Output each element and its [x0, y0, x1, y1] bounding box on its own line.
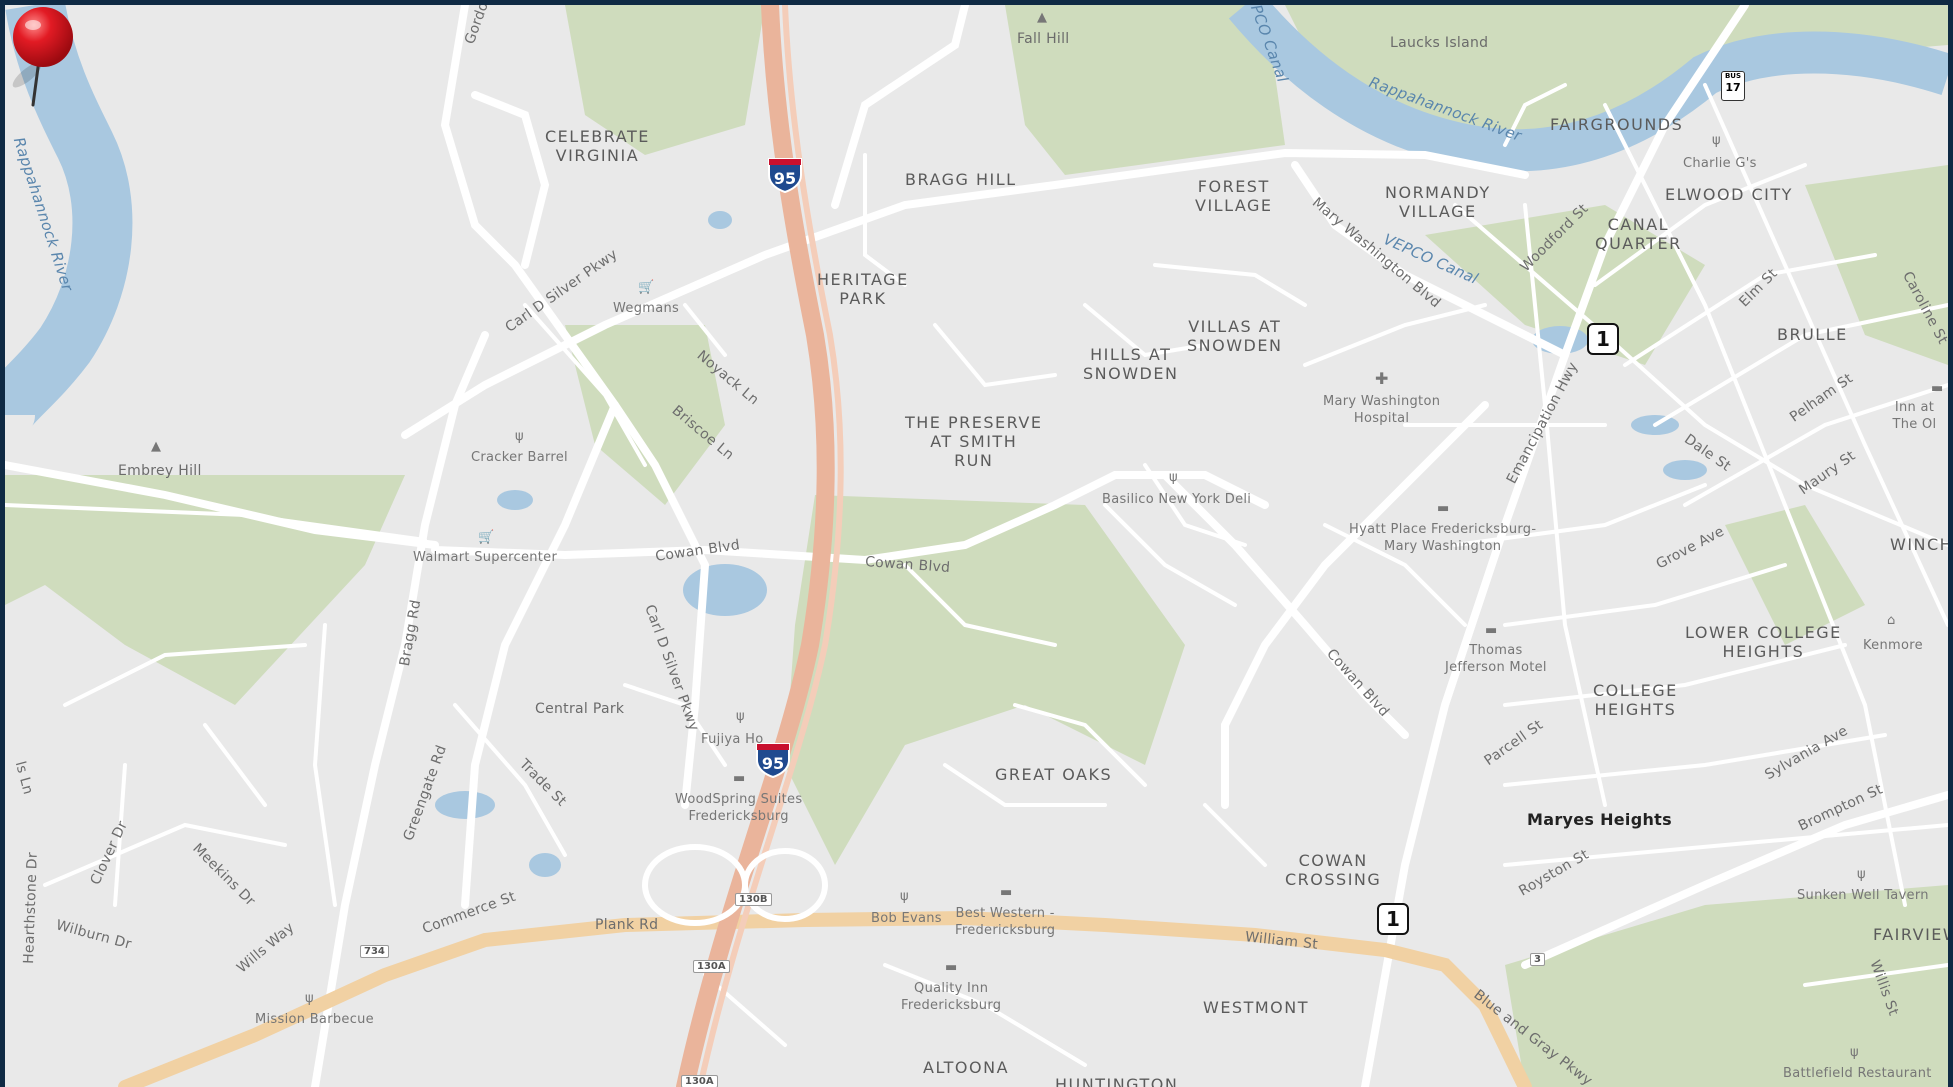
quality-inn-label: Quality Inn Fredericksburg: [901, 981, 1002, 1013]
location-pin-icon[interactable]: [5, 5, 75, 115]
hotel-icon: ▬: [733, 771, 746, 786]
celebrate-virginia-label: CELEBRATE VIRGINIA: [545, 127, 650, 165]
exit-130a-bottom-label: 130A: [681, 1075, 718, 1087]
secondary-roads: [5, 5, 1948, 1087]
elwood-city-label: ELWOOD CITY: [1665, 185, 1793, 204]
park-area: [565, 5, 765, 155]
charlie-gs-label: Charlie G's: [1683, 156, 1757, 171]
best-western-label: Best Western - Fredericksburg: [955, 906, 1056, 938]
museum-icon: ⌂: [1887, 613, 1896, 628]
walmart-label: Walmart Supercenter: [413, 550, 558, 565]
inn-at-the-label: Inn at The Ol: [1892, 400, 1937, 432]
park-area: [5, 475, 405, 705]
restaurant-icon: ψ: [1169, 470, 1178, 485]
thomas-jefferson-motel-label: Thomas Jefferson Motel: [1445, 643, 1547, 675]
plank-rd-william-st: [118, 910, 1532, 1087]
central-park-label: Central Park: [535, 701, 625, 717]
great-oaks-label: GREAT OAKS: [995, 765, 1113, 784]
lower-college-heights-label: LOWER COLLEGE HEIGHTS: [1685, 623, 1842, 661]
interstate-95-shield-north: 95: [768, 158, 802, 193]
park-area: [565, 325, 725, 505]
park-area: [1805, 165, 1948, 365]
minor-streets: [5, 83, 1948, 1067]
huntington-label: HUNTINGTON: [1055, 1075, 1179, 1087]
restaurant-icon: ψ: [900, 889, 909, 904]
bus-17-bus-label: BUS: [1724, 72, 1742, 80]
hotel-icon: ▬: [1485, 623, 1498, 638]
college-heights-label: COLLEGE HEIGHTS: [1593, 681, 1678, 719]
hotel-icon: ▬: [1000, 885, 1013, 900]
us-1-shield-north: 1: [1587, 323, 1619, 355]
restaurant-icon: ψ: [1857, 867, 1866, 882]
restaurant-icon: ψ: [1850, 1045, 1859, 1060]
cowan-crossing-label: COWAN CROSSING: [1285, 851, 1382, 889]
i95-south-number: 95: [762, 754, 784, 773]
mission-barbecue-label: Mission Barbecue: [255, 1012, 374, 1027]
route-734-shield: 734: [360, 945, 389, 958]
mountain-icon: ▲: [1037, 10, 1047, 25]
embrey-hill-label: Embrey Hill: [118, 463, 202, 479]
park-area: [785, 495, 1185, 865]
hospital-icon: ✚: [1375, 369, 1389, 388]
mountain-icon: ▲: [151, 439, 161, 454]
park-area: [1425, 205, 1705, 365]
us-1-shield-south: 1: [1377, 903, 1409, 935]
park-area: [1005, 5, 1285, 175]
basilico-label: Basilico New York Deli: [1102, 492, 1252, 507]
bragg-hill-label: BRAGG HILL: [905, 170, 1017, 189]
sunken-well-label: Sunken Well Tavern: [1797, 888, 1929, 903]
hills-at-snowden-label: HILLS AT SNOWDEN: [1083, 345, 1179, 383]
forest-village-label: FOREST VILLAGE: [1195, 177, 1273, 215]
rappahannock-river: [5, 5, 1948, 428]
fall-hill-label: Fall Hill: [1017, 31, 1070, 47]
winch-label: WINCH: [1890, 535, 1948, 554]
restaurant-icon: ψ: [305, 991, 314, 1006]
laucks-island-label: Laucks Island: [1390, 35, 1489, 51]
brulle-label: BRULLE: [1777, 325, 1848, 344]
hotel-icon: ▬: [945, 960, 958, 975]
hotel-icon: ▬: [1931, 381, 1944, 396]
woodspring-label: WoodSpring Suites Fredericksburg: [675, 792, 803, 824]
map-canvas[interactable]: Rappahannock River Rappahannock River La…: [5, 5, 1948, 1087]
restaurant-icon: ψ: [515, 429, 524, 444]
canal-quarter-label: CANAL QUARTER: [1595, 215, 1682, 253]
heritage-park-label: HERITAGE PARK: [817, 270, 909, 308]
battlefield-restaurant-label: Battlefield Restaurant: [1783, 1066, 1932, 1081]
bus-17-number: 17: [1725, 81, 1741, 94]
park-area: [1505, 885, 1948, 1087]
route-3-shield: 3: [1530, 953, 1545, 966]
plank-rd-label: Plank Rd: [595, 917, 659, 933]
mary-washington-hospital-label: Mary Washington Hospital: [1323, 394, 1441, 426]
altoona-label: ALTOONA: [923, 1058, 1010, 1077]
bob-evans-label: Bob Evans: [871, 911, 942, 926]
cracker-barrel-label: Cracker Barrel: [471, 450, 568, 465]
exit-130b-label: 130B: [735, 893, 772, 906]
interchange: [642, 844, 828, 926]
interstate-95-shield-south: 95: [756, 743, 790, 778]
villas-at-snowden-label: VILLAS AT SNOWDEN: [1187, 317, 1283, 355]
fairgrounds-label: FAIRGROUNDS: [1550, 115, 1684, 134]
restaurant-icon: ψ: [736, 709, 745, 724]
hotel-icon: ▬: [1437, 501, 1450, 516]
shopping-cart-icon: 🛒: [638, 280, 655, 295]
shopping-cart-icon: 🛒: [478, 530, 495, 545]
wegmans-label: Wegmans: [613, 301, 680, 316]
park-area: [1725, 505, 1865, 645]
restaurant-icon: ψ: [1712, 133, 1721, 148]
maryes-heights-label: Maryes Heights: [1527, 810, 1672, 829]
exit-130a-label: 130A: [693, 960, 730, 973]
bus-17-shield: BUS 17: [1721, 71, 1745, 101]
kenmore-label: Kenmore: [1863, 638, 1923, 653]
normandy-village-label: NORMANDY VILLAGE: [1385, 183, 1491, 221]
i95-north-number: 95: [774, 169, 796, 188]
preserve-smith-run-label: THE PRESERVE AT SMITH RUN: [905, 413, 1043, 470]
westmont-label: WESTMONT: [1203, 998, 1309, 1017]
hyatt-place-label: Hyatt Place Fredericksburg- Mary Washing…: [1349, 522, 1537, 554]
